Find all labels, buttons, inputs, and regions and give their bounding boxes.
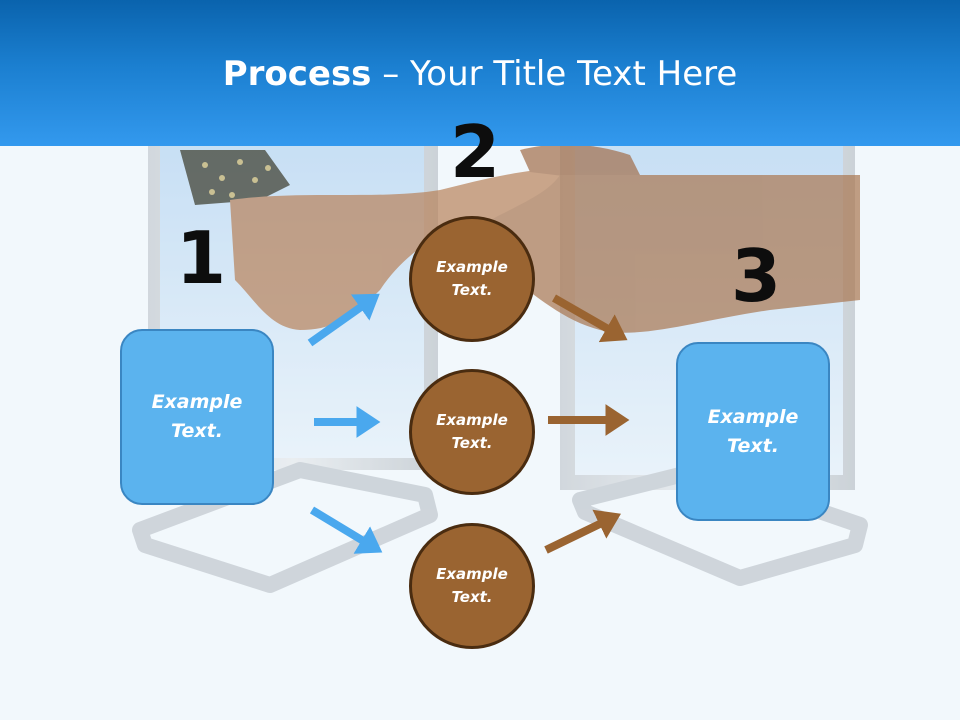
handshake-arms bbox=[180, 144, 860, 333]
circle-middle-text: Example Text. bbox=[436, 411, 508, 452]
circle-bottom-text: Example Text. bbox=[436, 565, 508, 606]
circle-middle[interactable]: Example Text. bbox=[409, 369, 535, 495]
circle-top-text: Example Text. bbox=[436, 258, 508, 299]
title-rest-part: – Your Title Text Here bbox=[371, 54, 738, 94]
right-step-box-text: Example Text. bbox=[707, 405, 799, 457]
right-step-box[interactable]: Example Text. bbox=[676, 342, 830, 521]
left-step-box-text: Example Text. bbox=[151, 391, 243, 442]
step-number-1: 1 bbox=[176, 216, 227, 300]
circle-bottom[interactable]: Example Text. bbox=[409, 523, 535, 649]
slide-title: Process – Your Title Text Here bbox=[0, 52, 960, 96]
step-number-2: 2 bbox=[450, 110, 501, 194]
header-band bbox=[0, 0, 960, 146]
title-bold-part: Process bbox=[222, 54, 372, 94]
circle-top[interactable]: Example Text. bbox=[409, 216, 535, 342]
left-step-box[interactable]: Example Text. bbox=[120, 329, 274, 505]
step-number-3: 3 bbox=[731, 234, 782, 318]
